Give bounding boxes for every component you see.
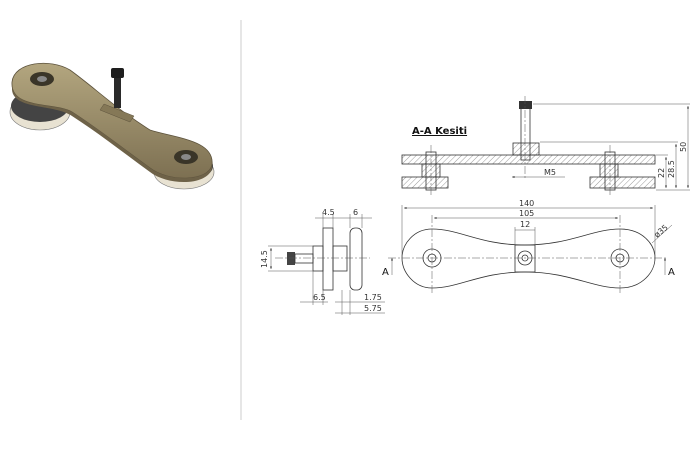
dim-6-5: 6.5 (313, 293, 326, 302)
dim-140: 140 (519, 199, 534, 208)
thread-label: M5 (544, 168, 556, 177)
section-mark-left: A (382, 267, 389, 278)
section-title: A-A Kesiti (412, 126, 467, 137)
section-view: A-A Kesiti M5 22 28.5 50 (401, 96, 690, 195)
dim-4-5: 4.5 (322, 208, 335, 217)
section-mark-right: A (668, 267, 675, 278)
dim-5-75: 5.75 (364, 304, 382, 313)
dim-22: 22 (657, 168, 666, 178)
dim-50: 50 (679, 142, 688, 152)
dim-12: 12 (520, 220, 530, 229)
product-render (9, 62, 215, 190)
dim-105: 105 (519, 209, 534, 218)
side-view: 14.5 4.5 6 6.5 1.75 5.75 (260, 208, 385, 315)
dim-6: 6 (353, 208, 358, 217)
dim-28-5: 28.5 (667, 160, 676, 178)
dim-1-75: 1.75 (364, 293, 382, 302)
dim-14-5: 14.5 (260, 250, 269, 268)
plan-view: 140 105 12 ø35 A A (382, 199, 675, 295)
